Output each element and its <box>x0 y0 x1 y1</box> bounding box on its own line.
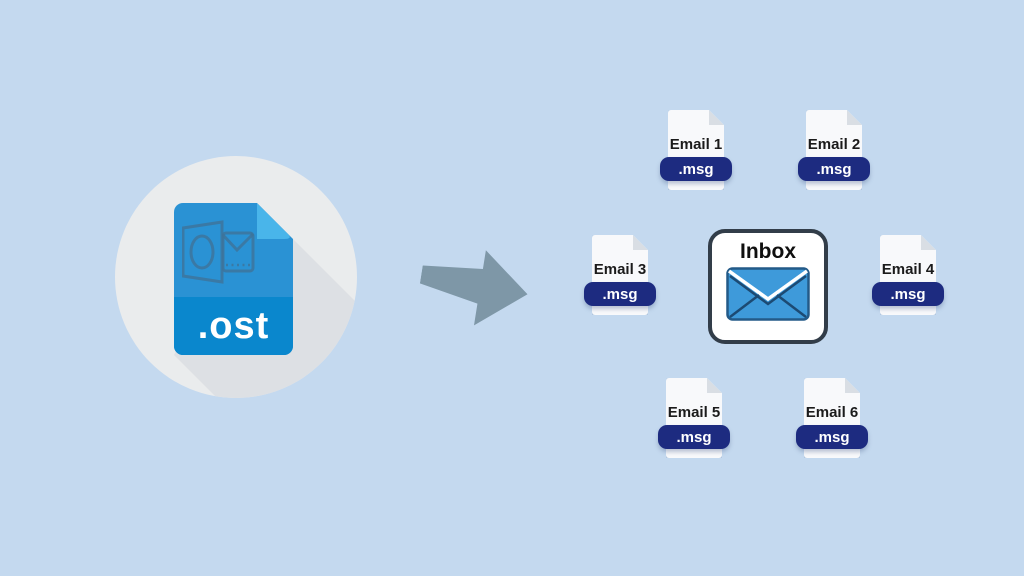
inbox-box: Inbox <box>708 229 828 344</box>
msg-badge: .msg <box>584 282 656 306</box>
msg-badge: .msg <box>872 282 944 306</box>
email-file-2: Email 2 .msg <box>796 110 872 222</box>
email-label: Email 5 <box>667 404 721 421</box>
email-file-4: Email 4 .msg <box>870 235 946 347</box>
msg-badge: .msg <box>798 157 870 181</box>
folded-corner-icon <box>847 110 862 125</box>
msg-extension-label: .msg <box>676 428 712 446</box>
msg-badge: .msg <box>658 425 730 449</box>
msg-extension-label: .msg <box>890 285 926 303</box>
folded-corner-icon <box>257 203 290 239</box>
msg-extension-label: .msg <box>678 160 714 178</box>
folded-corner-icon <box>707 378 722 393</box>
email-file-3: Email 3 .msg <box>582 235 658 347</box>
email-label: Email 2 <box>807 136 861 153</box>
email-label: Email 4 <box>881 261 935 278</box>
folded-corner-icon <box>633 235 648 250</box>
email-file-6: Email 6 .msg <box>794 378 870 490</box>
msg-badge: .msg <box>660 157 732 181</box>
folded-corner-icon <box>709 110 724 125</box>
folded-corner-icon <box>845 378 860 393</box>
inbox-label: Inbox <box>740 240 796 263</box>
ost-extension-label: .ost <box>197 304 270 347</box>
envelope-icon <box>726 267 810 321</box>
msg-extension-label: .msg <box>814 428 850 446</box>
email-label: Email 1 <box>669 136 723 153</box>
msg-extension-label: .msg <box>816 160 852 178</box>
arrow-right-icon <box>414 239 535 335</box>
email-label: Email 3 <box>593 261 647 278</box>
email-label: Email 6 <box>805 404 859 421</box>
email-file-1: Email 1 .msg <box>658 110 734 222</box>
outlook-file-icon: .ost <box>174 203 293 355</box>
msg-extension-label: .msg <box>602 285 638 303</box>
email-file-5: Email 5 .msg <box>656 378 732 490</box>
circle-backdrop: .ost <box>115 156 357 398</box>
outlook-logo-icon <box>182 220 255 284</box>
folded-corner-icon <box>921 235 936 250</box>
ost-extension-band: .ost <box>174 297 293 355</box>
msg-badge: .msg <box>796 425 868 449</box>
